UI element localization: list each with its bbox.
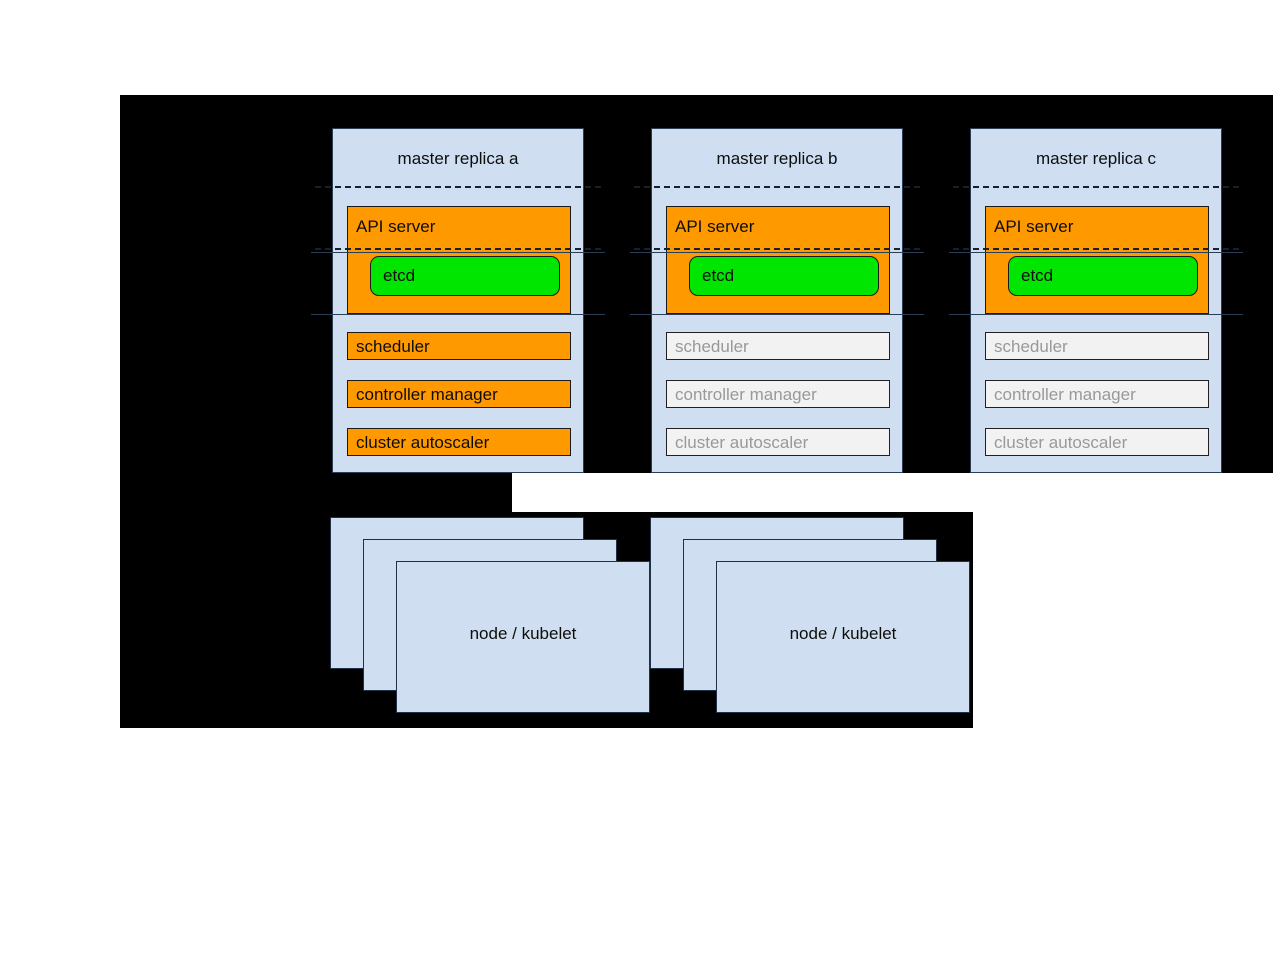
master-replica-a[interactable]: master replica a API server etcd schedul…	[311, 128, 605, 473]
api-server-box[interactable]: API server etcd	[347, 206, 571, 314]
etcd-label: etcd	[383, 266, 416, 285]
controller-manager-box[interactable]: controller manager	[985, 380, 1209, 408]
api-server-box[interactable]: API server etcd	[985, 206, 1209, 314]
replica-divider-top	[315, 186, 601, 188]
etcd-box[interactable]: etcd	[1008, 256, 1198, 296]
scheduler-box[interactable]: scheduler	[985, 332, 1209, 360]
api-server-box[interactable]: API server etcd	[666, 206, 890, 314]
node-kubelet-label: node / kubelet	[789, 624, 897, 643]
replica-title: master replica b	[716, 149, 838, 168]
cluster-autoscaler-label: cluster autoscaler	[994, 433, 1128, 452]
node-kubelet-label: node / kubelet	[469, 624, 577, 643]
controller-manager-box[interactable]: controller manager	[666, 380, 890, 408]
node-card-front[interactable]: node / kubelet	[396, 561, 650, 713]
controller-manager-label: controller manager	[675, 385, 817, 404]
replica-divider-apiserver	[315, 248, 601, 250]
cluster-autoscaler-label: cluster autoscaler	[356, 433, 490, 452]
replica-divider-top	[953, 186, 1239, 188]
controller-manager-box[interactable]: controller manager	[347, 380, 571, 408]
etcd-box[interactable]: etcd	[689, 256, 879, 296]
cluster-autoscaler-box[interactable]: cluster autoscaler	[985, 428, 1209, 456]
replica-title: master replica a	[397, 149, 519, 168]
controller-manager-label: controller manager	[994, 385, 1136, 404]
etcd-span-line-top	[630, 252, 924, 253]
cluster-autoscaler-label: cluster autoscaler	[675, 433, 809, 452]
etcd-box[interactable]: etcd	[370, 256, 560, 296]
api-server-label: API server	[675, 217, 755, 236]
master-replica-b[interactable]: master replica b API server etcd schedul…	[630, 128, 924, 473]
scheduler-box[interactable]: scheduler	[347, 332, 571, 360]
scheduler-box[interactable]: scheduler	[666, 332, 890, 360]
etcd-label: etcd	[1021, 266, 1054, 285]
etcd-span-line-bottom	[311, 314, 605, 315]
etcd-span-line-top	[949, 252, 1243, 253]
replica-divider-apiserver	[634, 248, 920, 250]
replica-divider-apiserver	[953, 248, 1239, 250]
etcd-span-line-bottom	[630, 314, 924, 315]
api-server-label: API server	[994, 217, 1074, 236]
cluster-autoscaler-box[interactable]: cluster autoscaler	[666, 428, 890, 456]
node-card-front[interactable]: node / kubelet	[716, 561, 970, 713]
replica-title: master replica c	[1036, 149, 1156, 168]
controller-manager-label: controller manager	[356, 385, 498, 404]
node-stack-1: node / kubelet	[330, 517, 660, 732]
scheduler-label: scheduler	[994, 337, 1068, 356]
scheduler-label: scheduler	[675, 337, 749, 356]
scheduler-label: scheduler	[356, 337, 430, 356]
node-stack-2: node / kubelet	[650, 517, 980, 732]
api-server-label: API server	[356, 217, 436, 236]
cluster-autoscaler-box[interactable]: cluster autoscaler	[347, 428, 571, 456]
etcd-label: etcd	[702, 266, 735, 285]
replica-divider-top	[634, 186, 920, 188]
etcd-span-line-bottom	[949, 314, 1243, 315]
master-replica-c[interactable]: master replica c API server etcd schedul…	[949, 128, 1243, 473]
etcd-span-line-top	[311, 252, 605, 253]
